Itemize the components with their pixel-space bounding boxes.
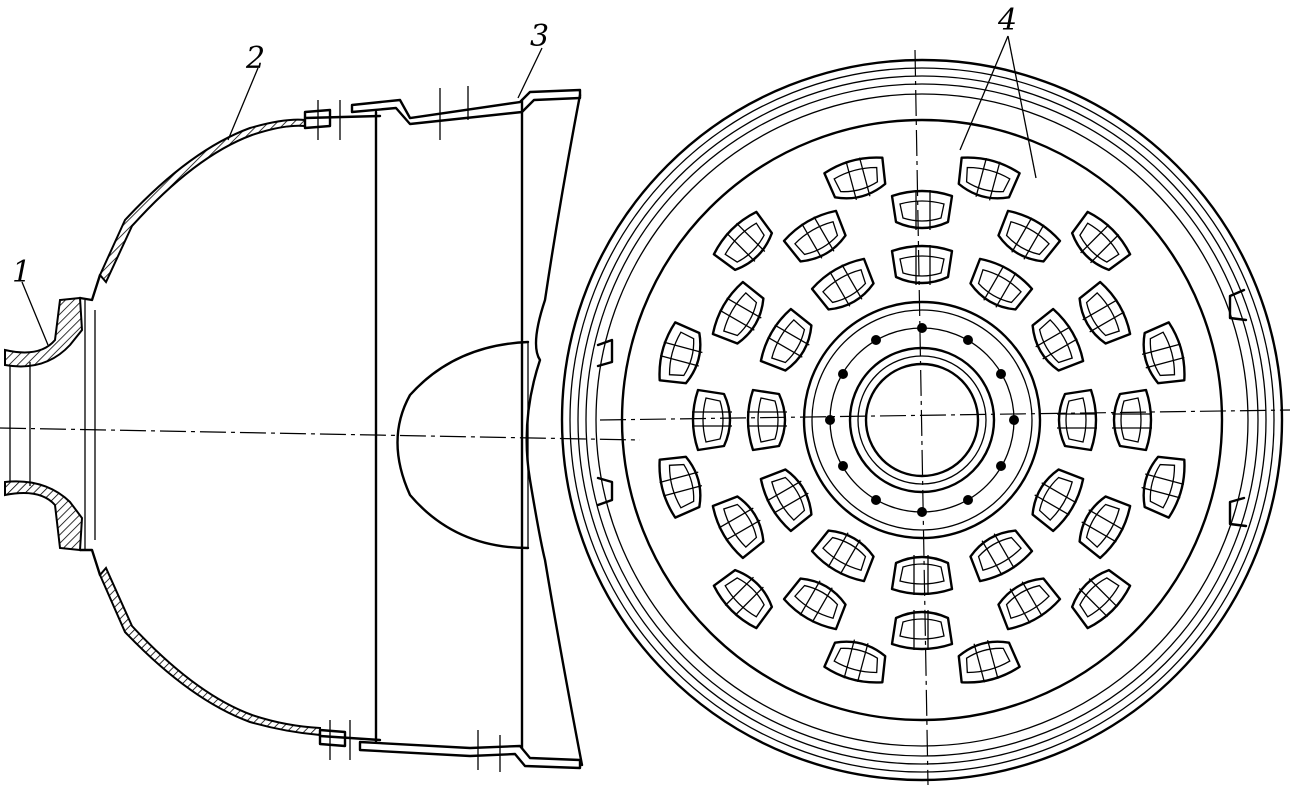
label-part3: 3 xyxy=(530,19,549,54)
section-view xyxy=(0,86,641,772)
leaders-right: 4 xyxy=(959,3,1037,179)
inlet-ring-upper xyxy=(4,296,84,368)
dome-shell-upper xyxy=(98,118,306,284)
hub-ring-4 xyxy=(857,355,987,485)
dome-rim xyxy=(620,118,1224,722)
dome-shell-lower xyxy=(98,566,321,737)
leader-part4-b xyxy=(1007,35,1037,179)
front-view xyxy=(560,49,1291,785)
bolt-lower-2 xyxy=(477,730,501,772)
leader-part2 xyxy=(227,67,259,141)
leaders-left: 1 2 3 xyxy=(12,19,549,346)
outer-ring-4 xyxy=(585,83,1259,757)
flange-upper-2 xyxy=(350,88,582,126)
flange-upper-1 xyxy=(303,108,332,130)
rim-notch-left-lower xyxy=(596,476,614,507)
outer-ring-5 xyxy=(595,93,1249,747)
hub-bolts xyxy=(825,323,1019,517)
outer-ring-3 xyxy=(577,75,1267,765)
leader-part3 xyxy=(517,47,543,99)
hub-outer xyxy=(802,300,1042,540)
tube-top-edge xyxy=(303,114,382,120)
step-joint-lower xyxy=(78,548,102,577)
leader-part1 xyxy=(21,281,49,346)
rim-notch-left-upper xyxy=(596,338,614,368)
label-part4: 4 xyxy=(997,3,1017,38)
leader-part4-a xyxy=(959,35,1009,151)
center-axis-left xyxy=(0,427,641,441)
bolt-upper-1 xyxy=(317,100,341,140)
central-bore xyxy=(864,362,980,478)
outer-ring-1 xyxy=(560,58,1284,782)
step-joint-upper xyxy=(78,273,102,302)
rim-notch-right-upper xyxy=(1228,288,1248,322)
hemispherical-cap xyxy=(396,340,530,550)
hub-ring-2 xyxy=(811,309,1033,531)
hub-ring-3 xyxy=(848,346,996,494)
label-part1: 1 xyxy=(12,255,31,290)
center-axis-vertical xyxy=(914,49,929,785)
flange-lower-2 xyxy=(358,740,582,770)
bolt-upper-2 xyxy=(439,86,469,140)
rim-notch-right-lower xyxy=(1228,496,1248,528)
break-line xyxy=(525,93,584,767)
outer-ring-2 xyxy=(569,67,1275,773)
flange-lower-1 xyxy=(318,728,347,748)
center-axis-horizontal xyxy=(599,409,1291,421)
label-part2: 2 xyxy=(245,41,265,76)
inlet-ring-lower xyxy=(4,480,84,552)
bolt-lower-1 xyxy=(329,720,351,760)
